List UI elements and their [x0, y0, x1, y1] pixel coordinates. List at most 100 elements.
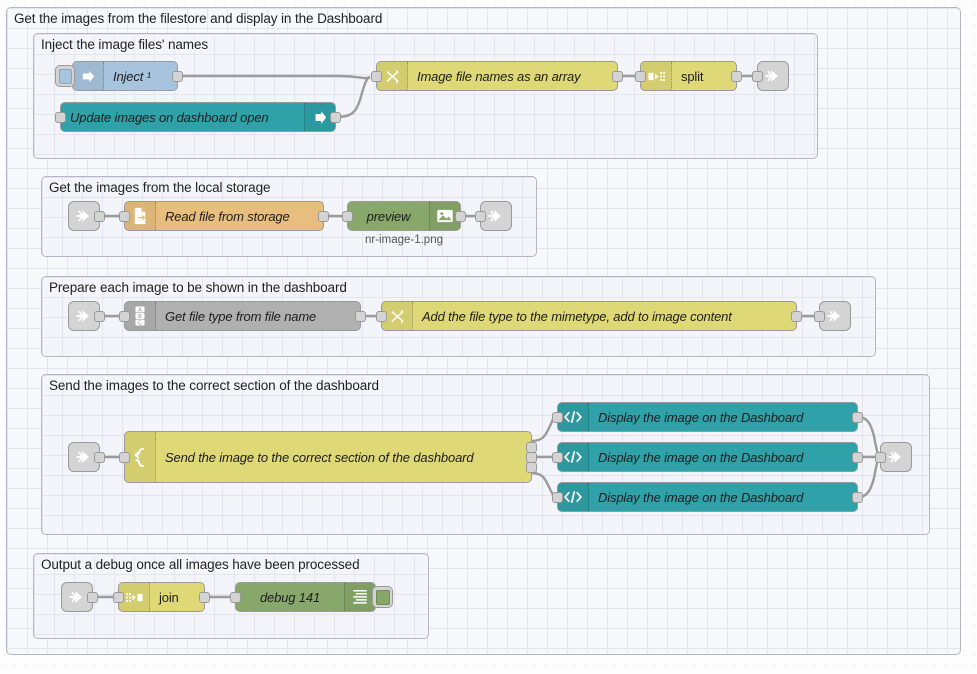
node-split-input-port[interactable] [635, 70, 646, 82]
link-in-node-5[interactable] [61, 582, 98, 612]
node-read-file-output-port[interactable] [318, 210, 329, 222]
node-display-1-output-port[interactable] [852, 411, 863, 423]
node-switch-body: Send the image to the correct section of… [125, 432, 531, 482]
node-update-images[interactable]: Update images on dashboard open [55, 102, 341, 132]
link-out-node-2-input-port[interactable] [475, 210, 486, 222]
node-display-3[interactable]: Display the image on the Dashboard [552, 482, 863, 512]
link-in-node-5-output-port[interactable] [87, 591, 98, 603]
code-tag-icon [558, 443, 589, 471]
node-inject-1-label: Inject ¹ [113, 68, 151, 84]
node-preview-body: preview [348, 202, 460, 230]
node-display-1[interactable]: Display the image on the Dashboard [552, 402, 863, 432]
node-add-mimetype[interactable]: Add the file type to the mimetype, add t… [376, 301, 802, 331]
link-in-node-4[interactable] [68, 442, 105, 472]
node-add-mimetype-label: Add the file type to the mimetype, add t… [422, 308, 732, 324]
node-read-file-label: Read file from storage [165, 208, 290, 224]
node-join[interactable]: join [113, 582, 210, 612]
node-inject-1-output-port[interactable] [172, 70, 183, 82]
node-read-file-body: Read file from storage [125, 202, 323, 230]
node-add-mimetype-output-port[interactable] [791, 310, 802, 322]
node-display-2-output-port[interactable] [852, 451, 863, 463]
node-get-file-type-body: A B C Get file type from file name [125, 302, 360, 330]
node-read-file-input-port[interactable] [119, 210, 130, 222]
split-icon [641, 62, 672, 90]
debug-lines-icon [344, 583, 375, 611]
node-display-1-input-port[interactable] [552, 411, 563, 423]
node-display-3-input-port[interactable] [552, 491, 563, 503]
node-image-array[interactable]: Image file names as an array [371, 61, 623, 91]
link-in-node-3-output-port[interactable] [94, 310, 105, 322]
link-out-node-2[interactable] [475, 201, 512, 231]
link-out-node-3[interactable] [814, 301, 851, 331]
change-swap-icon [382, 302, 413, 330]
node-join-input-port[interactable] [113, 591, 124, 603]
svg-text:A: A [138, 307, 142, 313]
link-out-node-3-input-port[interactable] [814, 310, 825, 322]
node-debug-141[interactable]: debug 141 [230, 582, 393, 612]
abc-icon: A B C [125, 302, 156, 330]
node-switch-output-port-3[interactable] [526, 462, 537, 473]
link-in-node-4-output-port[interactable] [94, 451, 105, 463]
link-out-node-1-input-port[interactable] [752, 70, 763, 82]
node-switch[interactable]: Send the image to the correct section of… [119, 431, 537, 483]
node-display-2[interactable]: Display the image on the Dashboard [552, 442, 863, 472]
node-inject-1[interactable]: Inject ¹ [55, 61, 183, 91]
inject-trigger-button[interactable] [55, 65, 75, 87]
node-preview-output-port[interactable] [455, 210, 466, 222]
svg-text:C: C [138, 321, 142, 326]
node-image-array-body: Image file names as an array [377, 62, 617, 90]
node-image-array-input-port[interactable] [371, 70, 382, 82]
node-switch-label: Send the image to the correct section of… [165, 449, 474, 465]
link-out-node-4-input-port[interactable] [875, 451, 886, 463]
node-preview-input-port[interactable] [342, 210, 353, 222]
code-tag-icon [558, 403, 589, 431]
node-read-file[interactable]: Read file from storage [119, 201, 329, 231]
node-switch-input-port[interactable] [119, 451, 130, 463]
node-get-file-type-label: Get file type from file name [165, 308, 317, 324]
node-split[interactable]: split [635, 61, 742, 91]
node-add-mimetype-body: Add the file type to the mimetype, add t… [382, 302, 796, 330]
group-prepare-label: Prepare each image to be shown in the da… [49, 280, 347, 295]
node-update-images-input-port[interactable] [55, 111, 66, 123]
debug-toggle-button[interactable] [372, 586, 393, 608]
node-split-output-port[interactable] [731, 70, 742, 82]
node-update-images-output-port[interactable] [330, 111, 341, 123]
group-outer-label: Get the images from the filestore and di… [14, 11, 383, 26]
node-image-array-label: Image file names as an array [417, 68, 581, 84]
node-debug-141-label: debug 141 [259, 589, 321, 605]
node-image-array-output-port[interactable] [612, 70, 623, 82]
link-in-node-2[interactable] [68, 201, 105, 231]
node-display-2-input-port[interactable] [552, 451, 563, 463]
image-icon [429, 202, 460, 230]
node-get-file-type-input-port[interactable] [119, 310, 130, 322]
group-storage-label: Get the images from the local storage [49, 180, 271, 195]
link-out-node-1[interactable] [752, 61, 789, 91]
svg-text:B: B [138, 314, 142, 320]
node-split-label: split [681, 68, 704, 84]
switch-icon [125, 432, 156, 482]
node-debug-141-body: debug 141 [236, 583, 375, 611]
inject-arrow-icon [73, 62, 104, 90]
link-in-node-3[interactable] [68, 301, 105, 331]
node-get-file-type[interactable]: A B C Get file type from file name [119, 301, 366, 331]
code-tag-icon [558, 483, 589, 511]
node-preview[interactable]: preview [342, 201, 466, 231]
link-out-node-4[interactable] [875, 442, 912, 472]
node-display-1-body: Display the image on the Dashboard [558, 403, 857, 431]
node-get-file-type-output-port[interactable] [355, 310, 366, 322]
link-in-node-2-output-port[interactable] [94, 210, 105, 222]
node-update-images-body: Update images on dashboard open [61, 103, 335, 131]
node-add-mimetype-input-port[interactable] [376, 310, 387, 322]
node-split-body: split [641, 62, 736, 90]
group-send-label: Send the images to the correct section o… [49, 378, 379, 393]
node-display-1-label: Display the image on the Dashboard [598, 409, 804, 425]
node-join-output-port[interactable] [199, 591, 210, 603]
inject-button-swatch [58, 68, 72, 84]
node-display-3-output-port[interactable] [852, 491, 863, 503]
group-inject[interactable]: Inject the image files' names [33, 33, 818, 159]
file-icon [125, 202, 156, 230]
join-icon [119, 583, 150, 611]
change-swap-icon [377, 62, 408, 90]
node-debug-141-input-port[interactable] [230, 591, 241, 603]
